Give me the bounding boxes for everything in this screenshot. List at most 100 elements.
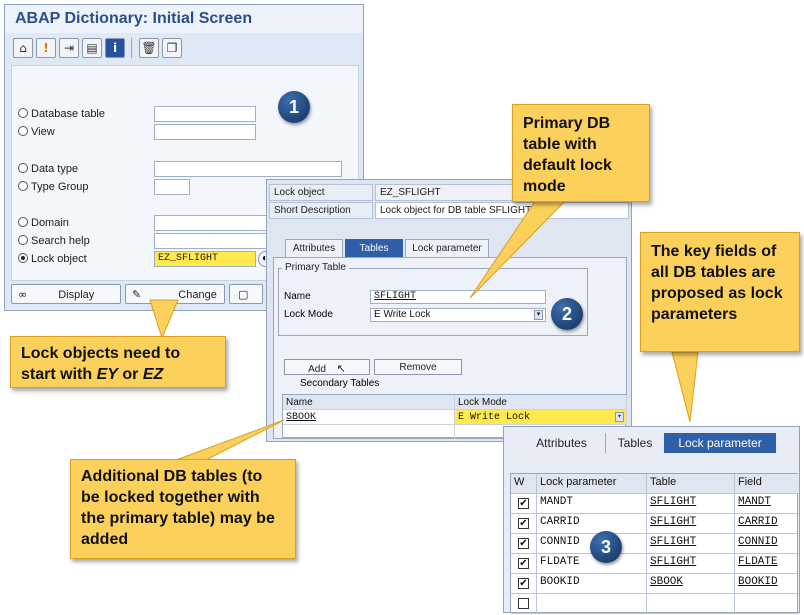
step-badge-3: 3 <box>590 531 622 563</box>
glasses-icon: ∞ <box>18 288 28 301</box>
checkbox-icon[interactable]: ✔ <box>518 538 529 549</box>
database-table-field[interactable] <box>154 106 256 122</box>
lock-parameter-cell[interactable] <box>537 594 647 614</box>
data-type-field[interactable] <box>154 161 342 177</box>
step-badge-1: 1 <box>278 91 310 123</box>
lock-parameter-cell[interactable]: BOOKID <box>537 574 647 594</box>
option-label: Database table <box>31 108 105 120</box>
add-label: Add <box>308 364 326 375</box>
lock-parameter-cell[interactable]: MANDT <box>537 494 647 514</box>
radio-button[interactable] <box>18 126 28 136</box>
table-cell[interactable]: SBOOK <box>647 574 735 594</box>
radio-button[interactable] <box>18 163 28 173</box>
secondary-table-name[interactable]: SBOOK <box>283 410 455 425</box>
callout-ez: EZ <box>142 366 164 383</box>
short-description-label: Short Description <box>269 202 373 219</box>
copy-icon[interactable]: ❐ <box>162 38 182 58</box>
tab-lock-parameter[interactable]: Lock parameter <box>664 433 776 453</box>
name-label: Name <box>284 291 311 302</box>
option-view[interactable]: View <box>18 126 55 142</box>
radio-button[interactable] <box>18 181 28 191</box>
remove-button[interactable]: Remove <box>374 359 462 375</box>
pointer-primary-db <box>469 199 568 299</box>
view-field[interactable] <box>154 124 256 140</box>
row-checkbox-cell[interactable]: ✔ <box>511 574 537 594</box>
option-lock-object[interactable]: Lock object <box>18 253 87 269</box>
column-header-lock-mode: Lock Mode <box>455 395 627 410</box>
option-domain[interactable]: Domain <box>18 217 69 233</box>
table-cell[interactable]: SFLIGHT <box>647 494 735 514</box>
row-checkbox-cell[interactable]: ✔ <box>511 554 537 574</box>
dropdown-arrow-icon[interactable]: ▾ <box>615 412 624 422</box>
row-checkbox-cell[interactable]: ✔ <box>511 494 537 514</box>
secondary-lock-mode-select[interactable]: E Write Lock ▾ <box>455 410 627 425</box>
display-button[interactable]: ∞ Display <box>11 284 121 304</box>
field-cell[interactable]: MANDT <box>735 494 799 514</box>
option-label: Lock object <box>31 253 87 265</box>
add-button[interactable]: Add ↖ <box>284 359 370 375</box>
callout-primary-db: Primary DB table with default lock mode <box>512 104 650 202</box>
lock-mode-value: E Write Lock <box>374 309 431 320</box>
option-label: View <box>31 126 55 138</box>
radio-button[interactable] <box>18 108 28 118</box>
field-cell[interactable]: FLDATE <box>735 554 799 574</box>
row-checkbox-cell[interactable]: ✔ <box>511 514 537 534</box>
tab-attributes[interactable]: Attributes <box>285 239 343 257</box>
object-list-icon[interactable]: ▤ <box>82 38 102 58</box>
short-description-field[interactable]: Lock object for DB table SFLIGHT <box>375 202 629 219</box>
type-group-field[interactable] <box>154 179 190 195</box>
lock-parameter-cell[interactable]: CARRID <box>537 514 647 534</box>
tab-tables[interactable]: Tables <box>345 239 403 257</box>
lock-mode-select[interactable]: E Write Lock ▾ <box>370 308 546 322</box>
table-row-empty[interactable] <box>283 425 455 439</box>
table-cell[interactable]: SFLIGHT <box>647 554 735 574</box>
lock-object-editor: Lock object EZ_SFLIGHT Short Description… <box>266 179 632 442</box>
option-search-help[interactable]: Search help <box>18 235 90 251</box>
option-type-group[interactable]: Type Group <box>18 181 88 197</box>
lock-parameter-cell[interactable]: FLDATE <box>537 554 647 574</box>
row-checkbox-cell[interactable] <box>511 594 537 614</box>
primary-table-name-field[interactable]: SFLIGHT <box>370 290 546 304</box>
tab-attributes[interactable]: Attributes <box>518 433 606 453</box>
column-header-name: Name <box>283 395 455 410</box>
pointer-key-fields <box>671 351 699 423</box>
option-data-type[interactable]: Data type <box>18 163 78 179</box>
create-button[interactable]: ▢ <box>229 284 263 304</box>
radio-button[interactable] <box>18 235 28 245</box>
lock-object-field[interactable]: EZ_SFLIGHT <box>154 251 256 267</box>
field-cell[interactable]: BOOKID <box>735 574 799 594</box>
table-cell[interactable] <box>647 594 735 614</box>
tab-lock-parameter[interactable]: Lock parameter <box>405 239 489 257</box>
where-used-icon[interactable]: ⌂ <box>13 38 33 58</box>
field-cell[interactable]: CARRID <box>735 514 799 534</box>
field-cell[interactable]: CONNID <box>735 534 799 554</box>
option-database-table[interactable]: Database table <box>18 108 105 124</box>
change-button[interactable]: ✎ Change <box>125 284 225 304</box>
checkbox-icon[interactable]: ✔ <box>518 578 529 589</box>
checkbox-icon[interactable]: ✔ <box>518 498 529 509</box>
field-cell[interactable] <box>735 594 799 614</box>
callout-additional-tables: Additional DB tables (to be locked toget… <box>70 459 296 559</box>
checkbox-icon[interactable] <box>518 598 529 609</box>
callout-key-fields: The key fields of all DB tables are prop… <box>640 232 800 352</box>
callout-or: or <box>122 366 139 383</box>
info-i-icon[interactable]: i <box>105 38 125 58</box>
pencil-icon: ✎ <box>132 288 142 301</box>
tab-tables[interactable]: Tables <box>617 436 653 450</box>
delete-icon[interactable]: 🗑 <box>139 38 159 58</box>
table-cell[interactable]: SFLIGHT <box>647 534 735 554</box>
row-checkbox-cell[interactable]: ✔ <box>511 534 537 554</box>
checkbox-icon[interactable]: ✔ <box>518 558 529 569</box>
radio-button-selected[interactable] <box>18 253 28 263</box>
radio-button[interactable] <box>18 217 28 227</box>
table-cell[interactable]: SFLIGHT <box>647 514 735 534</box>
info-icon[interactable]: ! <box>36 38 56 58</box>
toolbar: ⌂ ! ⇥ ▤ i 🗑 ❐ <box>11 36 361 60</box>
dropdown-arrow-icon[interactable]: ▾ <box>534 310 543 320</box>
window-title: ABAP Dictionary: Initial Screen <box>5 5 363 33</box>
checkbox-icon[interactable]: ✔ <box>518 518 529 529</box>
callout-text: Lock objects need to start with <box>21 345 181 383</box>
toolbar-separator <box>131 38 133 58</box>
hierarchy-icon[interactable]: ⇥ <box>59 38 79 58</box>
step-badge-2: 2 <box>551 298 583 330</box>
